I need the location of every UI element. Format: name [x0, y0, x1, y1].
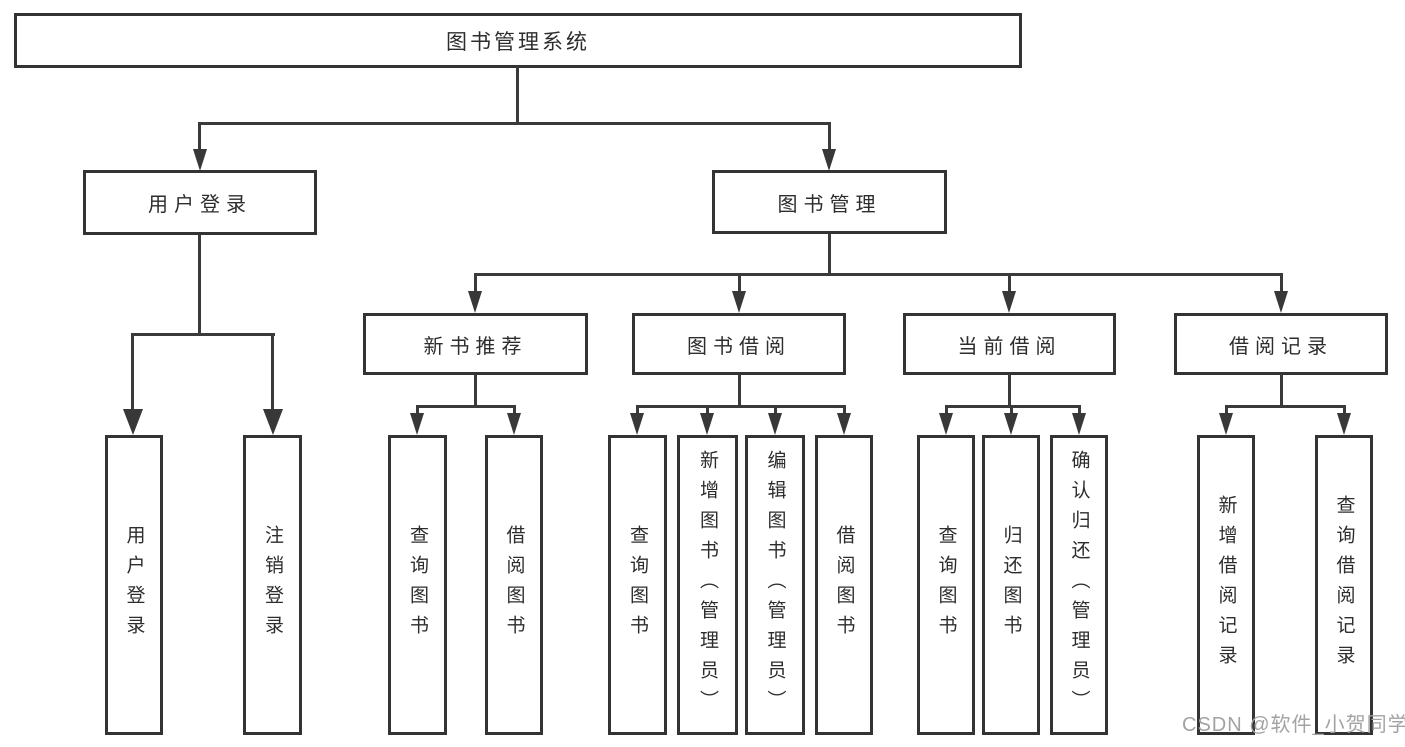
connector-newbooks-hbar [416, 405, 516, 408]
node-label: 归还图书 [1000, 525, 1022, 645]
connector-login-hbar [132, 333, 275, 336]
connector-bookborrow-c3-stem [774, 405, 777, 415]
connector-newbooks-c2-stem [513, 405, 516, 415]
node-new-book-recommend: 新书推荐 [363, 313, 588, 375]
arrow-down-icon [837, 413, 851, 435]
connector-records-c1-stem [1225, 405, 1228, 415]
node-label: 注销登录 [262, 525, 283, 645]
node-label: 借阅图书 [833, 525, 855, 645]
connector-bookborrow-c1-stem [636, 405, 639, 415]
node-label: 图书管理 [777, 193, 882, 216]
node-label: 确认归还（管理员） [1068, 450, 1090, 720]
node-leaf-nb-query-books: 查询图书 [388, 435, 447, 735]
connector-manage-to-records [1280, 273, 1283, 293]
connector-currentborrow-c2-stem [1010, 405, 1013, 415]
node-label: 查询图书 [935, 525, 957, 645]
connector-root-to-manage-stem [828, 122, 831, 150]
node-label: 新增借阅记录 [1215, 495, 1237, 675]
connector-currentborrow-hbar [945, 405, 1081, 408]
arrow-down-icon [822, 149, 836, 171]
node-leaf-cb-return-books: 归还图书 [982, 435, 1040, 735]
node-label: 新书推荐 [423, 335, 528, 358]
connector-manage-hbar [474, 273, 1282, 276]
node-leaf-user-login: 用户登录 [105, 435, 163, 735]
node-leaf-cb-confirm-return-admin: 确认归还（管理员） [1050, 435, 1108, 735]
node-leaf-cb-query-books: 查询图书 [917, 435, 975, 735]
connector-currentborrow-stem [1008, 374, 1011, 408]
connector-manage-to-newbooks [474, 273, 477, 293]
connector-root-stem [516, 66, 519, 125]
node-borrow-records: 借阅记录 [1174, 313, 1388, 375]
connector-root-to-login-stem [198, 122, 201, 150]
arrow-down-icon [410, 413, 424, 435]
arrow-down-icon [1004, 413, 1018, 435]
node-book-borrow: 图书借阅 [632, 313, 846, 375]
arrow-down-icon [123, 409, 143, 435]
arrow-down-icon [630, 413, 644, 435]
arrow-down-icon [732, 291, 746, 313]
node-user-login: 用户登录 [83, 170, 317, 235]
node-label: 用户登录 [123, 525, 145, 645]
arrow-down-icon [939, 413, 953, 435]
connector-bookborrow-c2-stem [706, 405, 709, 415]
connector-bookborrow-c4-stem [843, 405, 846, 415]
connector-bookborrow-hbar [636, 405, 846, 408]
arrow-down-icon [1219, 413, 1233, 435]
csdn-watermark: CSDN @软件_小贺同学 [1182, 714, 1405, 736]
node-leaf-bb-borrow-books: 借阅图书 [815, 435, 873, 735]
node-label: 新增图书（管理员） [697, 450, 718, 720]
arrow-down-icon [1337, 413, 1351, 435]
node-leaf-br-add-record: 新增借阅记录 [1197, 435, 1255, 735]
connector-root-hbar [198, 122, 831, 125]
arrow-down-icon [263, 409, 283, 435]
node-label: 图书借阅 [687, 335, 791, 358]
node-label: 查询图书 [627, 525, 648, 645]
node-label: 图书管理系统 [446, 30, 590, 54]
arrow-down-icon [468, 291, 482, 313]
arrow-down-icon [1274, 291, 1288, 313]
connector-manage-to-currentborrow [1008, 273, 1011, 293]
node-current-borrow: 当前借阅 [903, 313, 1116, 375]
connector-bookborrow-stem [738, 374, 741, 408]
node-leaf-br-query-record: 查询借阅记录 [1315, 435, 1373, 735]
node-label: 编辑图书（管理员） [764, 450, 786, 720]
connector-login-stem [198, 235, 201, 336]
arrow-down-icon [1072, 413, 1086, 435]
node-leaf-nb-borrow-books: 借阅图书 [485, 435, 543, 735]
node-book-management: 图书管理 [712, 170, 947, 234]
node-root-system: 图书管理系统 [14, 13, 1022, 68]
connector-login-child1-stem [131, 333, 134, 411]
arrow-down-icon [1002, 291, 1016, 313]
connector-newbooks-c1-stem [416, 405, 419, 415]
connector-manage-to-bookborrow [738, 273, 741, 293]
connector-manage-stem [828, 234, 831, 276]
node-leaf-logout: 注销登录 [243, 435, 302, 735]
node-label: 借阅记录 [1229, 335, 1333, 358]
connector-newbooks-stem [474, 374, 477, 408]
arrow-down-icon [193, 149, 207, 171]
node-leaf-bb-edit-books-admin: 编辑图书（管理员） [745, 435, 805, 735]
connector-records-stem [1280, 374, 1283, 408]
node-label: 用户登录 [148, 194, 252, 216]
node-label: 借阅图书 [503, 525, 525, 645]
connector-records-c2-stem [1343, 405, 1346, 415]
node-label: 查询图书 [407, 525, 428, 645]
arrow-down-icon [700, 413, 714, 435]
node-leaf-bb-query-books: 查询图书 [608, 435, 667, 735]
connector-currentborrow-c3-stem [1078, 405, 1081, 415]
arrow-down-icon [507, 413, 521, 435]
node-label: 当前借阅 [957, 335, 1062, 358]
connector-login-child2-stem [271, 333, 274, 411]
arrow-down-icon [768, 413, 782, 435]
node-label: 查询借阅记录 [1333, 495, 1355, 675]
connector-records-hbar [1225, 405, 1346, 408]
connector-currentborrow-c1-stem [945, 405, 948, 415]
node-leaf-bb-add-books-admin: 新增图书（管理员） [677, 435, 738, 735]
